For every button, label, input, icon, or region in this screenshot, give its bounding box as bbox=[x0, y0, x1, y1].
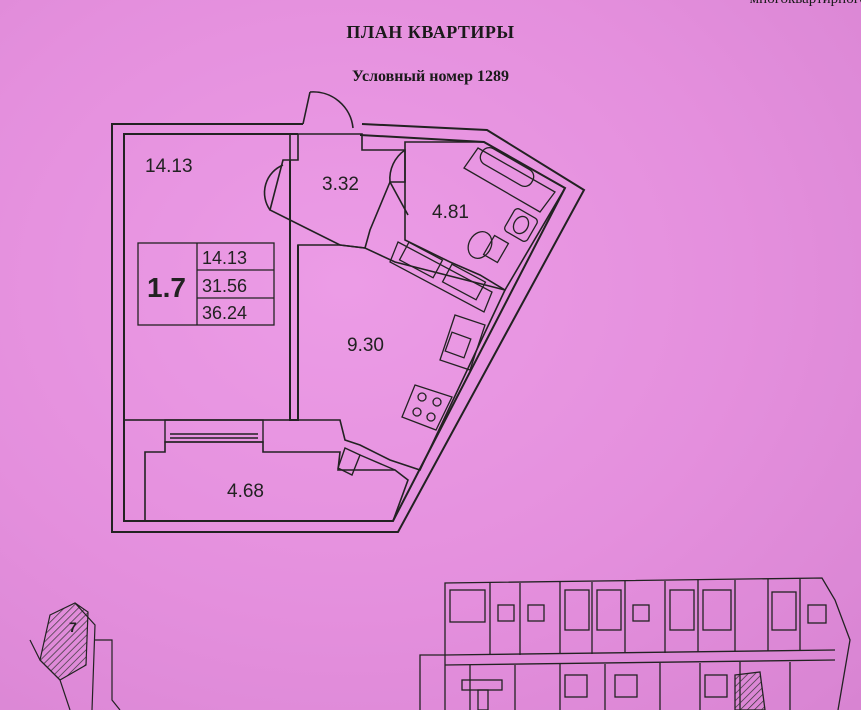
kitchen bbox=[297, 244, 507, 471]
kitchen-counter-icon bbox=[389, 241, 493, 313]
hallway-area: 3.32 bbox=[322, 174, 359, 195]
toilet-icon bbox=[467, 231, 510, 264]
balcony-door bbox=[164, 419, 396, 476]
bathroom bbox=[389, 141, 567, 292]
bathtub-icon bbox=[463, 146, 556, 213]
corner-text: многоквартирного bbox=[750, 0, 861, 8]
page-subtitle: Условный номер 1289 bbox=[351, 68, 510, 85]
section-locator: 7 bbox=[29, 602, 121, 710]
area-summary-table bbox=[137, 242, 275, 326]
washbasin-icon bbox=[504, 208, 538, 242]
floor-key-plan bbox=[419, 577, 851, 710]
page-title: ПЛАН КВАРТИРЫ bbox=[346, 22, 515, 42]
hallway bbox=[263, 91, 406, 249]
apartment-type-label: 1.7 bbox=[147, 272, 186, 303]
bathroom-area: 4.81 bbox=[432, 202, 469, 223]
living-room-area: 14.13 bbox=[145, 156, 193, 177]
stove-icon bbox=[401, 384, 453, 431]
kitchen-area: 9.30 bbox=[347, 335, 384, 356]
sink-icon bbox=[439, 314, 486, 371]
living-area-value: 14.13 bbox=[202, 248, 247, 268]
section-number: 7 bbox=[69, 619, 77, 635]
loggia bbox=[144, 441, 409, 522]
loggia-area: 4.68 bbox=[227, 481, 264, 502]
total-area-value: 31.56 bbox=[202, 276, 247, 296]
total-with-loggia-value: 36.24 bbox=[202, 303, 247, 323]
